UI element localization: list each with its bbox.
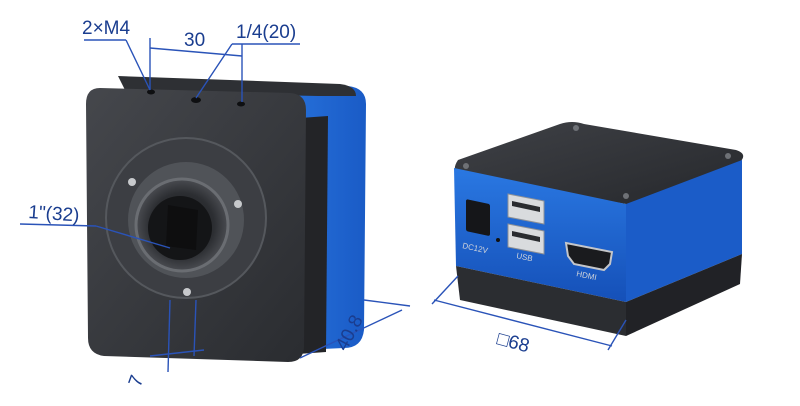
dimension-tripod-thread: 1/4(20) bbox=[236, 22, 296, 43]
status-led-icon bbox=[496, 238, 500, 242]
dimension-box-size: □68 bbox=[495, 329, 532, 358]
box-top-screw-icon bbox=[573, 125, 579, 131]
mount-screw-icon bbox=[128, 178, 136, 186]
top-screw-hole-icon bbox=[147, 89, 155, 95]
port-label-usb: USB bbox=[516, 251, 534, 263]
dimension-lines-right bbox=[431, 275, 627, 351]
power-port bbox=[466, 199, 490, 236]
box-bottom-side bbox=[626, 254, 742, 336]
box-side-face bbox=[626, 160, 742, 302]
box-bottom-front bbox=[456, 266, 626, 336]
dimension-mount-screws: 2×M4 bbox=[82, 18, 130, 39]
mount-screw-icon bbox=[183, 288, 191, 296]
sensor-recess bbox=[166, 205, 198, 250]
dimension-screw-spacing: 30 bbox=[184, 30, 205, 51]
top-screw-hole-icon bbox=[237, 101, 245, 107]
box-top-screw-icon bbox=[623, 193, 629, 199]
mount-screw-icon bbox=[234, 200, 242, 208]
dimension-lines-left bbox=[19, 38, 411, 373]
dimension-flange-offset: 7 bbox=[125, 373, 148, 390]
port-label-hdmi: HDMI bbox=[576, 269, 598, 282]
camera-left bbox=[86, 76, 366, 362]
processing-box-right bbox=[454, 122, 744, 336]
box-top-screw-icon bbox=[463, 163, 469, 169]
hdmi-port bbox=[564, 241, 614, 272]
dimension-sensor-mount: 1"(32) bbox=[28, 202, 80, 227]
box-top-screw-icon bbox=[725, 153, 731, 159]
usb-ports bbox=[507, 193, 545, 255]
tripod-hole-icon bbox=[191, 97, 201, 103]
camera-left-rear-rim bbox=[298, 116, 328, 354]
